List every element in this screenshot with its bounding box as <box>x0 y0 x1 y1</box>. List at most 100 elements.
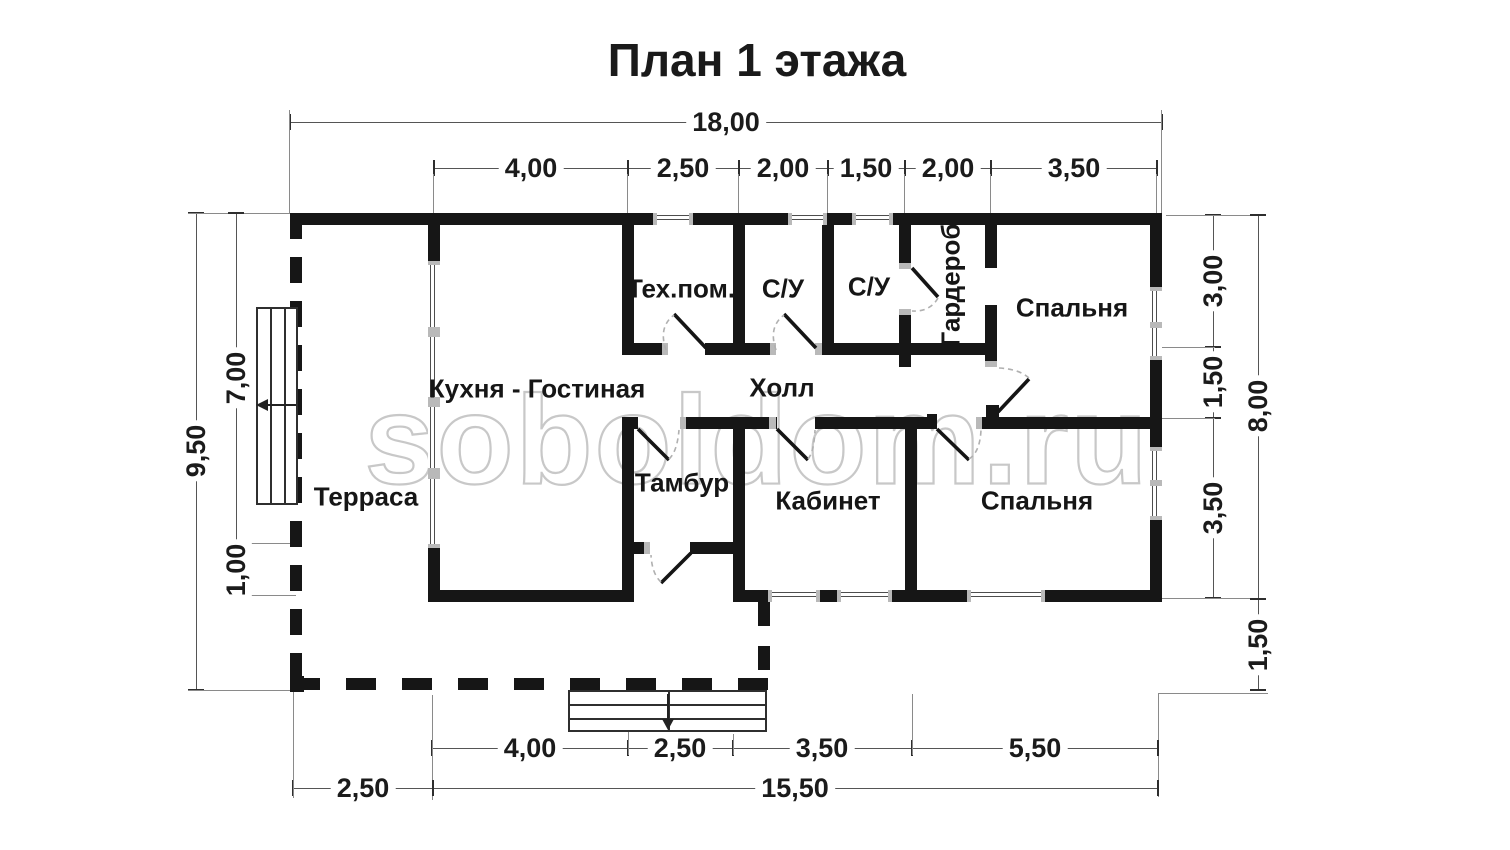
dimension-tick <box>990 160 992 176</box>
window-bottom-bedroom <box>967 590 1045 602</box>
door-leaf-entrance <box>659 551 693 585</box>
door-arc-wardrobe <box>911 297 939 312</box>
room-label-terrace: Терраса <box>313 481 419 512</box>
wall-bottom-kitchen <box>428 590 633 602</box>
extension-line <box>904 174 905 213</box>
jamb-wardrobe-door-top <box>899 263 911 269</box>
dim-label-left-upper: 7,00 <box>219 347 253 409</box>
wall-upper-rooms-b <box>705 343 776 355</box>
extension-line <box>733 734 734 755</box>
room-label-wc1: С/У <box>761 273 805 304</box>
door-leaf-wardrobe <box>910 266 940 299</box>
dimension-tick <box>738 160 740 176</box>
stairs-entrance-bottom <box>568 690 767 732</box>
dim-label-right-1: 3,00 <box>1196 250 1230 312</box>
room-label-bedroom-top: Спальня <box>1015 292 1129 323</box>
wall-upper-rooms-a <box>622 343 668 355</box>
dimension-line-bottom-total <box>293 788 1158 789</box>
dim-label-top-2: 2,50 <box>650 153 716 182</box>
dim-label-bottom-total: 15,50 <box>755 773 835 802</box>
dim-label-right-2: 1,50 <box>1196 351 1230 413</box>
wall-tech-wc1 <box>733 225 745 355</box>
wall-office-bedroom <box>905 417 917 602</box>
jamb-tech-door <box>662 343 668 355</box>
dimension-tick <box>904 160 906 176</box>
room-label-hall: Холл <box>749 372 815 403</box>
dim-label-right-3: 3,50 <box>1196 477 1230 539</box>
extension-line <box>1156 174 1157 213</box>
window-divider <box>428 327 440 337</box>
room-label-kitchen-living: Кухня - Гостиная <box>428 373 646 404</box>
jamb-wardrobe-door-bottom <box>899 309 911 315</box>
room-label-office: Кабинет <box>775 485 881 516</box>
window-top-wc1 <box>788 213 827 225</box>
extension-line <box>228 595 296 596</box>
dimension-tick <box>1250 689 1266 691</box>
window-divider <box>1150 480 1162 486</box>
dim-label-bottom-3: 3,50 <box>789 733 855 762</box>
door-leaf-wc1 <box>782 312 818 350</box>
wall-wc2-wardrobe-upper <box>899 225 911 263</box>
wall-hall-a <box>622 417 638 429</box>
extension-line <box>627 174 628 213</box>
dimension-tick <box>1157 780 1159 796</box>
wall-wc1-wc2 <box>822 225 834 355</box>
wall-wc2-wardrobe-lower <box>899 315 911 367</box>
window-bottom-office-b <box>837 590 892 602</box>
wall-hinge-bedroom-top <box>986 405 999 417</box>
dimension-tick <box>433 160 435 176</box>
stair-step-line <box>270 309 272 503</box>
dimension-tick <box>827 160 829 176</box>
dimension-tick <box>1161 114 1163 130</box>
room-label-bedroom-bottom: Спальня <box>980 485 1094 516</box>
dim-label-right-total: 8,00 <box>1241 375 1275 437</box>
window-bottom-office-a <box>768 590 820 602</box>
wall-right-exterior <box>1150 213 1162 602</box>
window-divider <box>1150 322 1162 328</box>
extension-line <box>1162 598 1266 599</box>
wall-vestibule-right <box>733 417 745 602</box>
page-title: План 1 этажа <box>607 34 907 86</box>
door-arc-entrance <box>650 554 662 583</box>
wall-wardrobe-bedroom-upper <box>985 225 997 268</box>
extension-line <box>827 174 828 213</box>
dimension-tick <box>1250 598 1266 600</box>
wall-hall-d <box>982 417 1162 429</box>
dim-label-bottom-left: 2,50 <box>330 773 396 802</box>
wall-tech-left <box>622 225 634 355</box>
dim-label-top-total: 18,00 <box>686 107 766 136</box>
extension-line <box>432 695 433 800</box>
extension-line <box>1162 347 1215 348</box>
dimension-tick <box>1156 160 1158 176</box>
dim-label-bottom-1: 4,00 <box>497 733 563 762</box>
extension-line <box>738 174 739 213</box>
extension-line <box>1166 215 1266 216</box>
wall-terrace-corner <box>290 676 304 692</box>
dim-label-top-4: 1,50 <box>833 153 899 182</box>
dimension-tick <box>228 212 244 214</box>
wall-vestibule-left <box>622 417 634 602</box>
window-divider <box>428 397 440 407</box>
extension-line <box>289 110 290 213</box>
window-top-tech <box>653 213 693 225</box>
wall-hall-b <box>680 417 777 429</box>
jamb-wc1-door <box>770 343 776 355</box>
extension-line <box>433 174 434 213</box>
jamb-bedroom-top-door <box>985 361 997 367</box>
room-label-wc2: С/У <box>847 271 891 302</box>
dimension-tick <box>627 160 629 176</box>
dim-label-top-5: 2,00 <box>915 153 981 182</box>
wall-upper-rooms-c <box>815 343 987 355</box>
dim-label-bottom-2: 2,50 <box>647 733 713 762</box>
wall-top-exterior <box>290 213 1162 225</box>
jamb-entrance-door <box>644 542 650 554</box>
jamb-bedroom-bottom-door <box>976 417 982 429</box>
stair-divider-line <box>668 692 670 730</box>
room-label-vestibule: Тамбур <box>634 467 730 498</box>
dashed-wall-terrace-right <box>758 602 770 690</box>
extension-line <box>293 692 294 798</box>
dim-label-top-3: 2,00 <box>750 153 816 182</box>
extension-line <box>1161 110 1162 213</box>
room-label-tech: Тех.пом. <box>626 273 736 304</box>
